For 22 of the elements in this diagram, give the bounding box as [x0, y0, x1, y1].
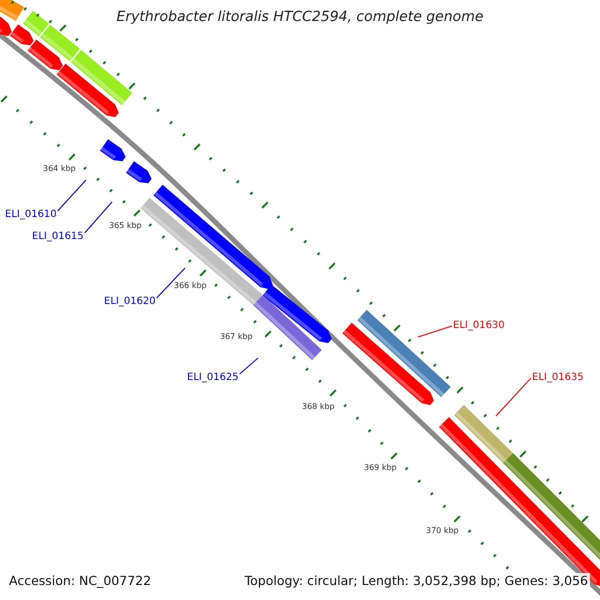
- footer-text: Accession: NC_007722: [9, 573, 152, 588]
- scale-label: 369 kbp: [364, 463, 397, 472]
- leader-line: [418, 326, 452, 338]
- gene-label: ELI_01630: [453, 320, 505, 332]
- leader-line: [57, 180, 86, 212]
- title: Erythrobacter litoralis HTCC2594, complete genome: [116, 9, 484, 25]
- gene-label: ELI_01620: [104, 296, 156, 308]
- gene-label: ELI_01610: [5, 209, 57, 221]
- scale-label: 365 kbp: [109, 221, 142, 230]
- scale-label: 368 kbp: [302, 402, 335, 411]
- scale-label: 366 kbp: [174, 281, 207, 290]
- scale-label: 367 kbp: [220, 332, 253, 341]
- leader-line: [496, 378, 532, 416]
- leader-line: [239, 358, 258, 374]
- scale-label: 364 kbp: [43, 164, 76, 173]
- footer-text: Topology: circular; Length: 3,052,398 bp; Genes: 3,056: [242, 573, 590, 588]
- leader-line: [156, 268, 186, 298]
- gene-label: ELI_01615: [32, 231, 84, 243]
- gene-label: ELI_01635: [532, 372, 584, 384]
- leader-line: [84, 202, 112, 234]
- scale-label: 370 kbp: [426, 526, 459, 535]
- gene-label: ELI_01625: [187, 372, 239, 384]
